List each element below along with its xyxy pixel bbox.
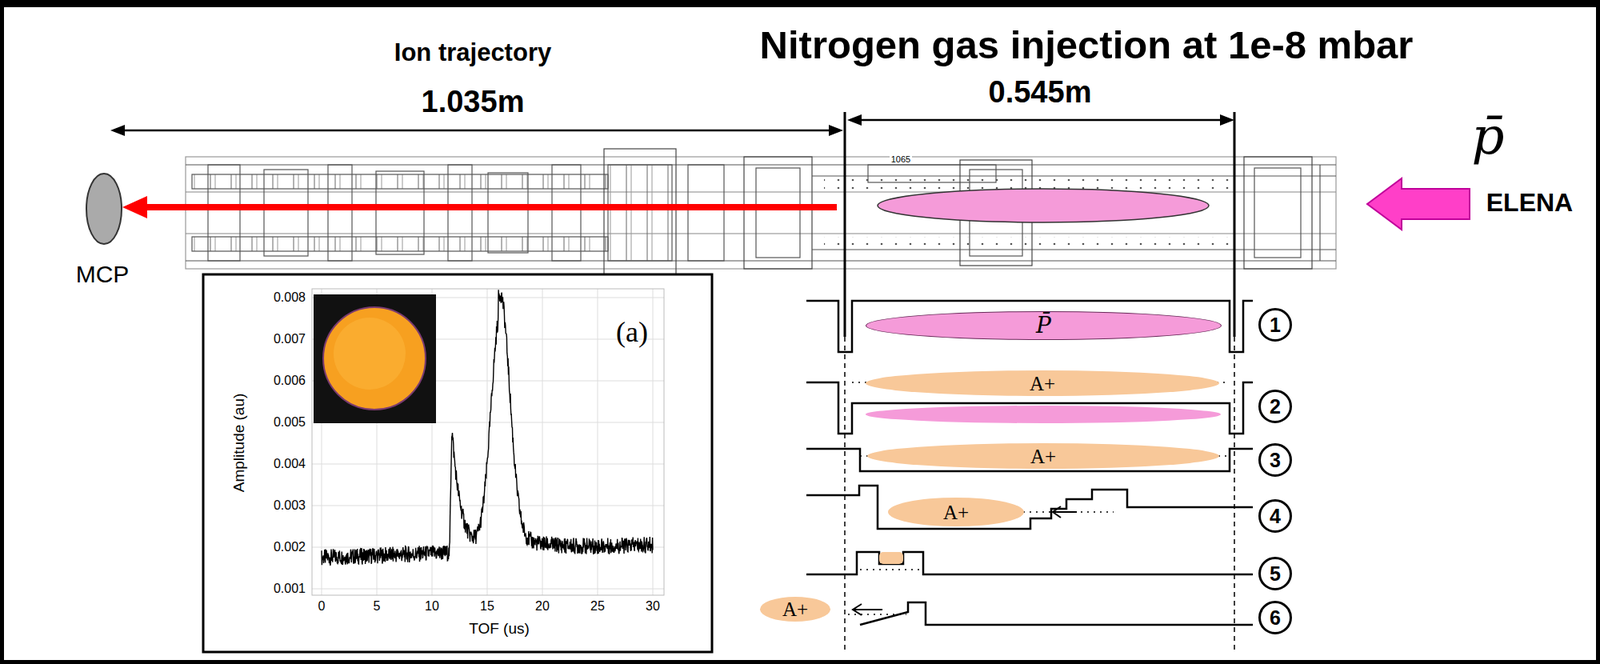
figure-title: Nitrogen gas injection at 1e-8 mbar	[760, 24, 1414, 68]
plot-frame	[312, 288, 664, 596]
callout-number: 1	[1269, 315, 1281, 336]
inset-panel	[203, 274, 712, 652]
ion-cloud: A+	[865, 370, 1220, 396]
callout-number: 2	[1269, 396, 1281, 417]
callout-number: 5	[1269, 564, 1281, 584]
particle-symbol: p̄	[1472, 108, 1505, 164]
beam-source-label: ELENA	[1486, 188, 1573, 217]
tick-label: 30	[645, 599, 660, 614]
dimension-lines	[110, 112, 1235, 653]
tick-label: 20	[535, 599, 550, 614]
tick-label: 10	[424, 599, 440, 614]
mcp-spot	[323, 307, 426, 410]
mcp-image	[313, 294, 436, 424]
mcp-spot-core	[333, 317, 406, 390]
tick-label: 0.006	[273, 373, 306, 388]
tick-label: 0.008	[273, 290, 306, 305]
ion-trajectory-arrow	[142, 204, 837, 211]
tick-label: 0.004	[273, 456, 306, 472]
chart-grid	[312, 288, 664, 596]
grid-line	[487, 288, 488, 596]
cloud-label: A+	[1030, 446, 1056, 467]
detector-label: MCP	[76, 260, 130, 288]
cloud-label: A+	[782, 599, 808, 620]
antiproton-cloud: P̄	[865, 311, 1222, 340]
tick-label: 0.001	[273, 581, 306, 596]
axis-title: Amplitude (au)	[232, 392, 249, 492]
grid-line	[312, 464, 664, 465]
callout-number: 6	[1269, 608, 1281, 628]
step-number: 1	[1258, 308, 1292, 342]
tick-label: 15	[480, 599, 495, 614]
drawing-number: 1065	[889, 154, 912, 164]
arrowhead	[122, 196, 148, 219]
cloud-label: A+	[943, 502, 969, 523]
tick-label: 0.007	[273, 332, 306, 347]
grid-line	[312, 505, 664, 507]
ion-cloud: A+	[760, 596, 831, 622]
axis-title: TOF (us)	[468, 620, 530, 638]
step-number: 6	[1258, 600, 1292, 635]
tick-label: 5	[373, 599, 381, 614]
callout-number: 3	[1269, 450, 1281, 471]
tof-signal	[321, 289, 653, 566]
antiproton-cloud-trap	[877, 188, 1209, 223]
axis-label: Ion trajectory	[394, 39, 552, 67]
step-number: 4	[1258, 499, 1292, 533]
beamline-drawing	[185, 148, 1336, 277]
tick-label: 0	[318, 599, 326, 614]
dimension-label: 1.035m	[421, 85, 525, 120]
tick-label: 0.005	[273, 415, 306, 430]
panel-label: (a)	[616, 316, 648, 349]
ion-cloud-step5	[879, 552, 904, 564]
step-number: 2	[1258, 389, 1292, 424]
potential-profiles	[806, 300, 1253, 625]
grid-line	[312, 588, 664, 590]
callout-number: 4	[1269, 506, 1281, 527]
ion-cloud: A+	[867, 443, 1220, 469]
ion-cloud: A+	[888, 497, 1024, 527]
antiproton-cloud-step2	[865, 405, 1221, 424]
tick-label: 25	[590, 599, 605, 614]
step-number: 3	[1258, 443, 1292, 477]
tick-label: 0.002	[273, 540, 306, 555]
cloud-label: A+	[1029, 373, 1056, 394]
elena-beam-arrow	[1367, 178, 1470, 230]
cloud-label: P̄	[1036, 314, 1052, 337]
tick-label: 0.003	[273, 498, 306, 513]
step-number: 5	[1258, 556, 1292, 591]
dimension-label: 0.545m	[988, 76, 1092, 110]
mcp-detector	[86, 173, 122, 244]
